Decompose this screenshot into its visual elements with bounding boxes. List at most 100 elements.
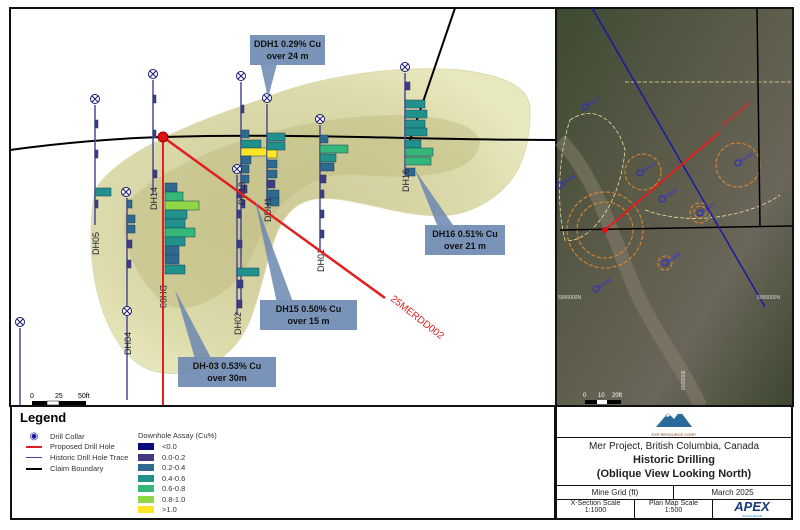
assay-callout: DDH1 0.29% Cu over 24 m xyxy=(250,35,325,98)
assay-interval xyxy=(240,184,248,194)
assay-legend-item: 0.8-1.0 xyxy=(138,495,185,504)
assay-legend-item: 0.6-0.8 xyxy=(138,484,185,493)
assay-interval xyxy=(404,156,432,166)
assay-interval xyxy=(404,147,434,157)
assay-legend-item: <0.0 xyxy=(138,442,177,451)
assay-callout: DH-03 0.53% Cu over 30m xyxy=(175,290,276,387)
drill-hole-unlabeled xyxy=(15,317,25,406)
assay-interval xyxy=(236,299,243,309)
assay-callout: DH16 0.51% Cu over 21 m xyxy=(415,170,505,255)
assay-interval xyxy=(319,229,325,239)
assay-interval xyxy=(236,239,243,249)
date-label: March 2025 xyxy=(674,486,791,500)
assay-interval xyxy=(164,254,180,265)
assay-interval xyxy=(240,104,245,114)
assay-interval xyxy=(164,218,186,229)
svg-text:0: 0 xyxy=(583,393,587,399)
assay-interval xyxy=(266,189,280,199)
drill-hole-ddh1: DDH1 xyxy=(262,93,286,222)
assay-interval xyxy=(266,132,286,142)
assay-interval xyxy=(404,81,411,91)
assay-interval xyxy=(266,149,278,159)
assay-interval xyxy=(404,119,426,129)
assay-interval xyxy=(126,224,136,234)
assay-interval xyxy=(126,239,133,249)
legend-claim-boundary: Claim Boundary xyxy=(26,464,103,473)
svg-text:DDH1 0.29% Cu: DDH1 0.29% Cu xyxy=(254,39,321,49)
assay-interval xyxy=(266,141,286,151)
assay-interval xyxy=(164,236,186,247)
svg-text:602600E: 602600E xyxy=(681,369,687,390)
assay-interval xyxy=(164,264,186,275)
svg-text:DH15 0.50% Cu: DH15 0.50% Cu xyxy=(276,304,342,314)
title-block: EXP RESOURCE CORP. Mer Project, British … xyxy=(555,405,793,520)
proposed-drill-hole xyxy=(162,135,386,300)
assay-interval xyxy=(319,174,327,184)
assay-interval xyxy=(236,279,244,289)
company-logo: EXP RESOURCE CORP. xyxy=(557,407,791,438)
plan-map: 25MERDD002 DH14DH13DH05DDH1DH01DH16DH02D… xyxy=(554,7,794,409)
assay-interval xyxy=(266,179,276,189)
svg-text:over 21 m: over 21 m xyxy=(444,241,486,251)
drill-collar-icon xyxy=(236,71,246,81)
drill-hole-dh14: DH14 xyxy=(148,69,159,210)
svg-text:DH-03 0.53% Cu: DH-03 0.53% Cu xyxy=(193,361,262,371)
assay-interval xyxy=(164,209,188,220)
assay-interval xyxy=(152,169,158,179)
svg-text:10: 10 xyxy=(598,393,605,399)
assay-interval xyxy=(404,139,422,149)
svg-text:over 24 m: over 24 m xyxy=(266,51,308,61)
assay-interval xyxy=(404,109,428,119)
svg-text:over 30m: over 30m xyxy=(207,373,247,383)
drill-hole-label: DH05 xyxy=(91,232,101,255)
drill-collar-icon xyxy=(315,114,325,124)
assay-legend-item: 0.4-0.6 xyxy=(138,474,185,483)
svg-text:50ft: 50ft xyxy=(78,393,90,400)
assay-interval xyxy=(240,199,246,209)
drill-collar-icon xyxy=(90,94,100,104)
assay-interval xyxy=(404,99,426,109)
assay-interval xyxy=(240,139,262,149)
drill-hole-label: DH01 xyxy=(316,249,326,272)
assay-legend-item: >1.0 xyxy=(138,505,177,514)
assay-interval xyxy=(240,164,250,174)
drill-collar-icon xyxy=(121,187,131,197)
assay-interval xyxy=(94,119,99,129)
assay-interval xyxy=(319,153,337,163)
assay-interval xyxy=(164,227,196,238)
drill-hole-label: DDH1 xyxy=(263,197,273,222)
assay-interval xyxy=(164,191,184,202)
assay-interval xyxy=(126,259,132,269)
plan-proposed-hole xyxy=(604,131,721,231)
drill-hole-dh05: DH05 xyxy=(90,94,112,255)
drill-collar-icon xyxy=(148,69,158,79)
assay-interval xyxy=(236,267,260,277)
svg-text:5996000N: 5996000N xyxy=(558,295,581,301)
svg-text:DH16 0.51% Cu: DH16 0.51% Cu xyxy=(432,229,498,239)
drill-hole-dh02: DH02 xyxy=(232,164,260,335)
assay-interval xyxy=(266,169,278,179)
title-text: Mer Project, British Columbia, Canada Hi… xyxy=(557,438,791,486)
svg-text:5996000N: 5996000N xyxy=(757,295,780,301)
assay-interval xyxy=(94,199,99,209)
legend-title: Legend xyxy=(20,410,67,425)
assay-interval xyxy=(236,209,242,219)
assay-interval xyxy=(240,129,250,139)
assay-interval xyxy=(404,127,428,137)
assay-interval xyxy=(94,149,99,159)
drill-collar-icon xyxy=(400,62,410,72)
assay-interval xyxy=(266,197,280,207)
svg-text:25: 25 xyxy=(55,393,63,400)
assay-interval xyxy=(266,159,278,169)
drill-hole-label: DH02 xyxy=(233,312,243,335)
legend-proposed-hole: Proposed Drill Hole xyxy=(26,442,115,451)
grid-label: Mine Grid (ft) xyxy=(557,486,674,500)
drill-hole-label: DH16 xyxy=(401,169,411,192)
legend-historic-trace: Historic Drill Hole Trace xyxy=(26,453,128,462)
assay-legend-item: 0.0-0.2 xyxy=(138,453,185,462)
assay-title: Downhole Assay (Cu%) xyxy=(138,431,217,440)
